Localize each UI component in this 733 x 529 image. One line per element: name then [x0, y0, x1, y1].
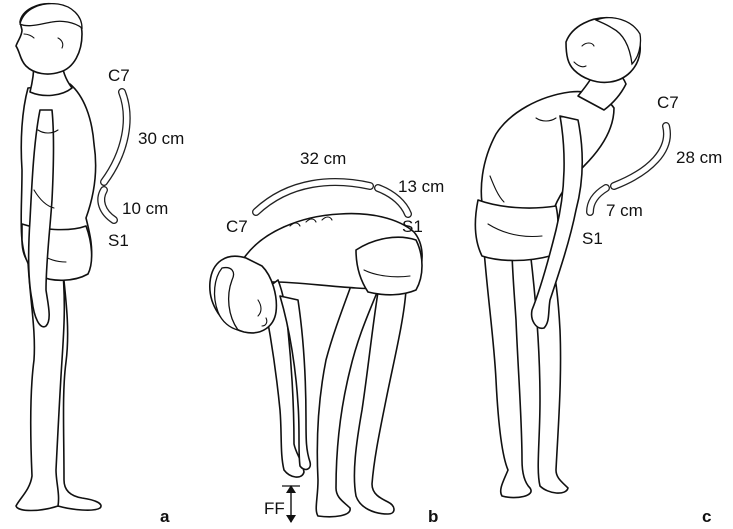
panel-c-upper-distance-label: 28 cm: [676, 148, 722, 167]
panel-a-upper-distance-label: 30 cm: [138, 129, 184, 148]
panel-b-upper-distance-label: 32 cm: [300, 149, 346, 168]
panel-b-bending-figure: [210, 214, 422, 517]
panel-c-extension-figure: [475, 18, 640, 498]
panel-b-s1-label: S1: [402, 217, 423, 236]
panel-b-c7-label: C7: [226, 217, 248, 236]
panel-b-letter: b: [428, 507, 438, 526]
panel-a-c7-label: C7: [108, 66, 130, 85]
panel-c-c7-label: C7: [657, 93, 679, 112]
panel-c-lower-distance-label: 7 cm: [606, 201, 643, 220]
panel-a-s1-label: S1: [108, 231, 129, 250]
panel-b-ff-label: FF: [264, 499, 285, 518]
panel-c-letter: c: [702, 507, 711, 526]
panel-c-s1-label: S1: [582, 229, 603, 248]
panel-a-letter: a: [160, 507, 170, 526]
panel-a-lower-distance-label: 10 cm: [122, 199, 168, 218]
panel-b-lower-distance-label: 13 cm: [398, 177, 444, 196]
panel-a-standing-figure: [16, 4, 101, 511]
